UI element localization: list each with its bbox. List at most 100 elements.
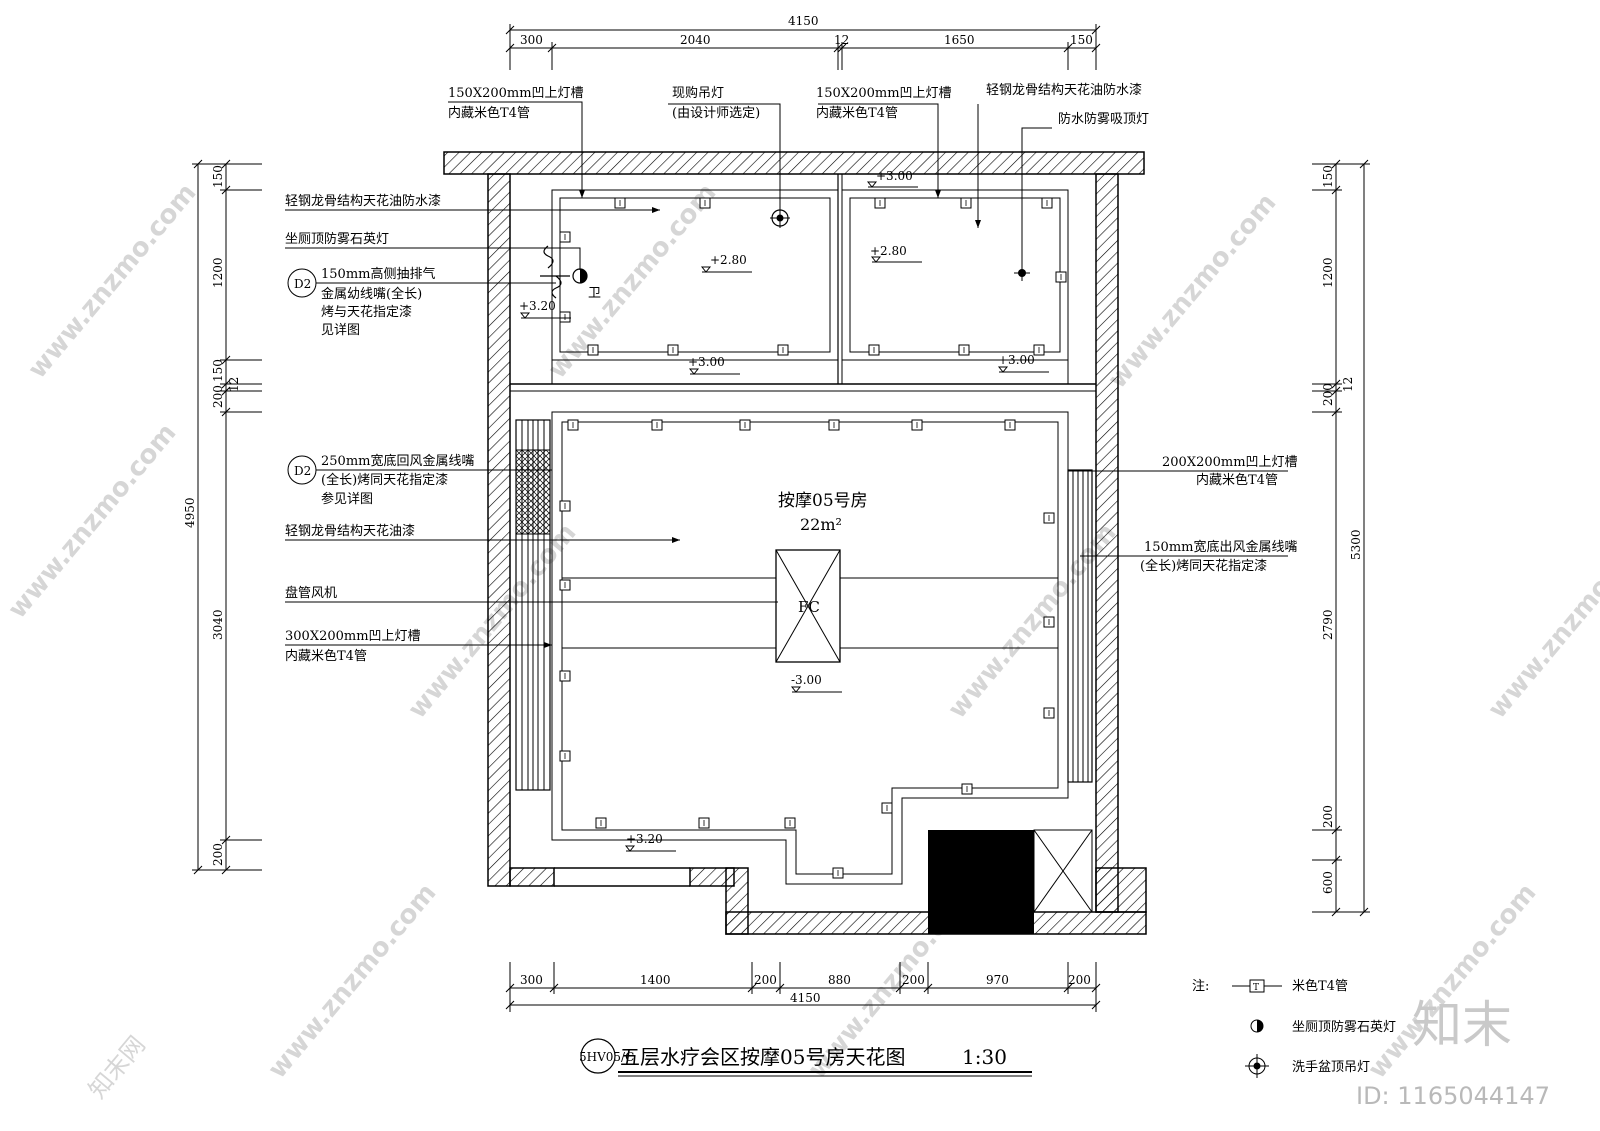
bottom-dimension-chain [505, 962, 1101, 1012]
detail-ref-1: D2 [287, 268, 317, 298]
level-text: +2.80 [870, 244, 907, 258]
callout-right1-l1: 200X200mm凹上灯槽 [1162, 455, 1298, 470]
detail-ref-text: D2 [294, 277, 311, 291]
level-text: +3.00 [876, 169, 913, 183]
right-dim-seg: 150 [1321, 165, 1335, 188]
legend-lamp-symbol: T [1253, 983, 1259, 993]
brand-logo: 知末 [1412, 996, 1512, 1054]
left-dim-seg: 12 [227, 377, 241, 392]
bottom-dim-seg: 200 [1068, 973, 1091, 987]
callout-top1-l2: 内藏米色T4管 [448, 105, 530, 121]
room-name: 按摩05号房 [778, 491, 868, 511]
right-dim-seg: 200 [1321, 383, 1335, 406]
callout-top3-l1: 150X200mm凹上灯槽 [816, 86, 952, 101]
detail-ref-text: D2 [294, 464, 311, 478]
walls [443, 151, 1147, 935]
legend-label: 米色T4管 [1292, 978, 1348, 994]
top-dim-seg: 1650 [944, 33, 975, 47]
legend: 注: T 米色T4管 坐厕顶防雾石英灯 洗手盆顶吊灯 [1192, 978, 1396, 1078]
watermark-text: www.znzmo.com [1482, 518, 1600, 724]
level-text: +3.00 [998, 353, 1035, 367]
callouts-right: 200X200mm凹上灯槽 内藏米色T4管 150mm宽底出风金属线嘴 (全长)… [1140, 455, 1298, 574]
top-dimension-chain [505, 24, 1101, 70]
right-dim-seg: 200 [1321, 805, 1335, 828]
legend-pendant-icon [1245, 1054, 1269, 1078]
callouts-top: 150X200mm凹上灯槽 内藏米色T4管 现购吊灯 (由设计师选定) 150X… [448, 82, 1149, 127]
watermark-text: www.znzmo.com [22, 178, 202, 384]
return-air-grille [515, 419, 551, 791]
bottom-dim-seg: 1400 [640, 973, 671, 987]
legend-label: 洗手盆顶吊灯 [1292, 1060, 1370, 1075]
callout-left4-l3: 参见详图 [321, 491, 373, 507]
right-dim-total: 5300 [1349, 529, 1363, 560]
upper-light-troughs [551, 189, 1069, 384]
right-dimension-chain [1312, 159, 1370, 917]
right-dim-seg: 12 [1341, 377, 1355, 392]
level-text: +3.00 [688, 355, 725, 369]
callout-left7-l2: 内藏米色T4管 [285, 648, 367, 664]
callout-left3-l1: 150mm高侧抽排气 [321, 266, 435, 282]
callout-left4-l2: (全长)烤同天花指定漆 [321, 472, 448, 488]
callout-right2-l1: 150mm宽底出风金属线嘴 [1144, 539, 1297, 555]
watermark-text: www.znzmo.com [542, 178, 722, 384]
callout-top3-l2: 内藏米色T4管 [816, 105, 898, 121]
bottom-dim-seg: 880 [828, 973, 851, 987]
level-text: +3.20 [626, 832, 663, 846]
fan-label: FC [798, 598, 820, 616]
legend-label: 坐厕顶防雾石英灯 [1292, 1019, 1396, 1035]
right-dim-seg: 600 [1321, 871, 1335, 894]
level-markers [519, 181, 1049, 852]
leader-lines [285, 101, 1288, 646]
title-text: 五层水疗会区按摩05号房天花图 [620, 1045, 905, 1069]
right-dim-seg: 2790 [1321, 609, 1335, 640]
drawing-title: 5HV05/C 五层水疗会区按摩05号房天花图 1:30 [579, 1038, 1032, 1077]
watermark-text: www.znzmo.com [2, 418, 182, 624]
right-dim-seg: 1200 [1321, 257, 1335, 288]
bottom-dim-seg: 200 [754, 973, 777, 987]
ceiling-lamp-icon [1014, 265, 1030, 281]
title-ref: 5HV05/C [579, 1050, 634, 1064]
callout-right1-l2: 内藏米色T4管 [1196, 472, 1278, 488]
callout-left2: 坐厕顶防雾石英灯 [285, 231, 389, 247]
callout-top4: 轻钢龙骨结构天花油防水漆 [986, 82, 1142, 98]
title-scale: 1:30 [962, 1045, 1007, 1069]
callouts-left: 轻钢龙骨结构天花油防水漆 坐厕顶防雾石英灯 150mm高侧抽排气 金属幼线嘴(全… [285, 193, 474, 664]
quartz-lamp-icon [572, 268, 588, 284]
callout-top1-l1: 150X200mm凹上灯槽 [448, 86, 584, 101]
level-text: +2.80 [710, 253, 747, 267]
top-dim-seg: 150 [1070, 33, 1093, 47]
callout-left5: 轻钢龙骨结构天花油漆 [285, 523, 415, 539]
callout-left1: 轻钢龙骨结构天花油防水漆 [285, 193, 441, 209]
top-dim-total: 4150 [788, 14, 819, 28]
exhaust-vent-icon [540, 245, 570, 299]
callout-left7-l1: 300X200mm凹上灯槽 [285, 629, 421, 644]
shaft-block [928, 830, 1034, 934]
supply-air-grille [1067, 469, 1093, 783]
top-dim-seg: 12 [834, 33, 849, 47]
room-area: 22m² [800, 515, 842, 534]
brand-watermark: 知末网 [83, 1031, 151, 1104]
callout-left4-l1: 250mm宽底回风金属线嘴 [321, 453, 474, 469]
image-id: ID: 1165044147 [1356, 1082, 1550, 1110]
left-dim-total: 4950 [183, 497, 197, 528]
watermark-text: www.znzmo.com [1102, 188, 1282, 394]
callout-left3-l2: 金属幼线嘴(全长) [321, 286, 422, 302]
legend-quartz-icon [1250, 1019, 1264, 1033]
left-dimension-chain [192, 159, 262, 875]
bottom-dim-seg: 300 [520, 973, 543, 987]
toilet-mark: 卫 [588, 286, 601, 301]
left-dim-seg: 1200 [211, 257, 225, 288]
left-dim-seg: 3040 [211, 609, 225, 640]
left-dim-seg: 150 [211, 165, 225, 188]
top-dim-seg: 300 [520, 33, 543, 47]
fan-coil-unit [562, 549, 1058, 663]
level-text: -3.00 [791, 673, 822, 687]
bottom-dim-seg: 970 [986, 973, 1009, 987]
callout-left3-l3: 烤与天花指定漆 [321, 304, 412, 320]
callout-top2-l2: (由设计师选定) [672, 106, 760, 121]
detail-ref-2: D2 [287, 455, 317, 485]
shaft-crossed-box [1033, 829, 1093, 913]
level-text: +3.20 [519, 299, 556, 313]
callout-top5: 防水防雾吸顶灯 [1058, 111, 1149, 127]
